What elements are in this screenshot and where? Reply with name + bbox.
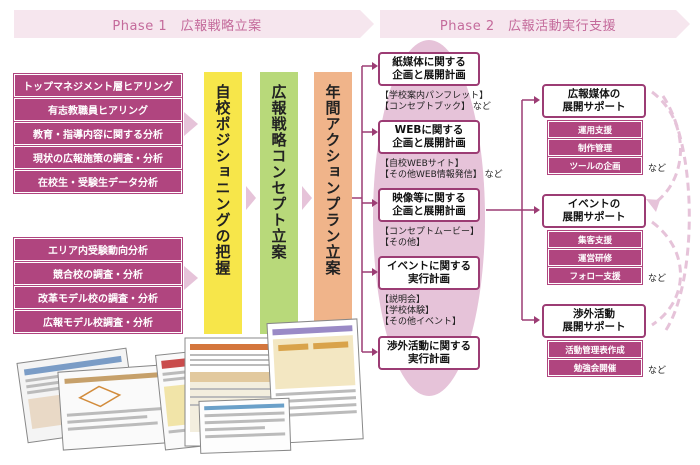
support-item: 運営研修: [548, 249, 642, 266]
plan-note: 【その他WEB情報発信】 など: [380, 170, 503, 180]
support-box-event: イベントの 展開サポート: [542, 194, 646, 228]
concept-arrow-2: [302, 186, 312, 210]
support-etc: など: [648, 366, 667, 376]
plan-box-web: WEBに関する 企画と展開計画: [378, 120, 480, 154]
support-title: イベントの: [567, 198, 621, 210]
support-item: 運用支援: [548, 121, 642, 138]
concept-label: 年間アクションプラン立案: [323, 84, 342, 276]
phase1-arrow-shape: [14, 10, 374, 38]
support-etc: など: [648, 274, 667, 284]
plan-title: 実行計画: [408, 273, 450, 285]
plan-title: 実行計画: [408, 353, 450, 365]
plan-title: 映像等に関する: [392, 192, 466, 204]
doc-right-1: [266, 318, 364, 445]
plan-note: 【その他イベント】: [380, 317, 462, 327]
plan-note: 【自校WEBサイト】: [380, 159, 464, 169]
doc-front: [198, 397, 292, 454]
plan-box-event: イベントに関する 実行計画: [378, 256, 480, 290]
analysis-item: 現状の広報施策の調査・分析: [14, 146, 182, 169]
group1-arrow: [184, 112, 198, 136]
plan-note: 【その他】: [380, 238, 426, 248]
support-item: 集客支援: [548, 231, 642, 248]
plan-note: 【コンセプトムービー】: [380, 227, 480, 237]
plan-note: 【コンセプトブック】 など: [380, 102, 491, 112]
analysis-item: 広報モデル校調査・分析: [14, 310, 182, 333]
support-box-media: 広報媒体の 展開サポート: [542, 84, 646, 118]
phase1-label: Phase 1 広報戦略立案: [112, 18, 262, 34]
plan-title: WEBに関する: [394, 124, 464, 136]
analysis-item: 教育・指導内容に関する分析: [14, 122, 182, 145]
support-etc: など: [648, 164, 667, 174]
concept-bar-positioning: 自校ポジショニングの把握: [204, 72, 242, 334]
support-title: 渉外活動: [573, 308, 615, 320]
support-title: 展開サポート: [562, 101, 626, 113]
analysis-item: トップマネジメント層ヒアリング: [14, 74, 182, 97]
analysis-item: エリア内受験動向分析: [14, 238, 182, 261]
cycle-arc-back: [658, 91, 691, 331]
plan-title: 企画と展開計画: [392, 69, 466, 81]
support-box-outreach: 渉外活動 展開サポート: [542, 304, 646, 338]
plan-note: 【学校体験】: [380, 306, 435, 316]
plan-box-video: 映像等に関する 企画と展開計画: [378, 188, 480, 222]
support-item: ツールの企画: [548, 157, 642, 174]
plan-title: 渉外活動に関する: [387, 340, 471, 352]
support-title: 広報媒体の: [567, 88, 621, 100]
concept-label: 自校ポジショニングの把握: [213, 84, 232, 276]
plan-box-print: 紙媒体に関する 企画と展開計画: [378, 52, 480, 86]
support-item: 制作管理: [548, 139, 642, 156]
phase-header-arrows: [14, 10, 690, 38]
concept-bar-strategy: 広報戦略コンセプト立案: [260, 72, 298, 334]
support-title: 展開サポート: [562, 321, 626, 333]
concept-label: 広報戦略コンセプト立案: [269, 84, 288, 260]
phase2-arrow-shape: [380, 10, 690, 38]
plan-title: イベントに関する: [387, 260, 471, 272]
analysis-item: 在校生・受験生データ分析: [14, 170, 182, 193]
analysis-item: 改革モデル校の調査・分析: [14, 286, 182, 309]
plan-note: 【説明会】: [380, 295, 426, 305]
phase2-label: Phase 2 広報活動実行支援: [439, 18, 617, 34]
plan-title: 企画と展開計画: [392, 137, 466, 149]
group2-arrow: [184, 266, 198, 290]
support-item: 勉強会開催: [548, 359, 642, 376]
concept-arrow-1: [246, 186, 256, 210]
plan-box-outreach: 渉外活動に関する 実行計画: [378, 336, 480, 370]
doc-left-2: [57, 364, 174, 451]
analysis-item: 有志教職員ヒアリング: [14, 98, 182, 121]
support-title: 展開サポート: [562, 211, 626, 223]
cycle-arc-1: [651, 90, 682, 207]
plan-title: 企画と展開計画: [392, 205, 466, 217]
analysis-item: 競合校の調査・分析: [14, 262, 182, 285]
support-item: 活動管理表作成: [548, 341, 642, 358]
plan-title: 紙媒体に関する: [392, 56, 466, 68]
concept-bar-action-plan: 年間アクションプラン立案: [314, 72, 352, 334]
support-item: フォロー支援: [548, 267, 642, 284]
plan-note: 【学校案内パンフレット】: [380, 91, 489, 101]
cycle-arc-2: [651, 220, 682, 327]
